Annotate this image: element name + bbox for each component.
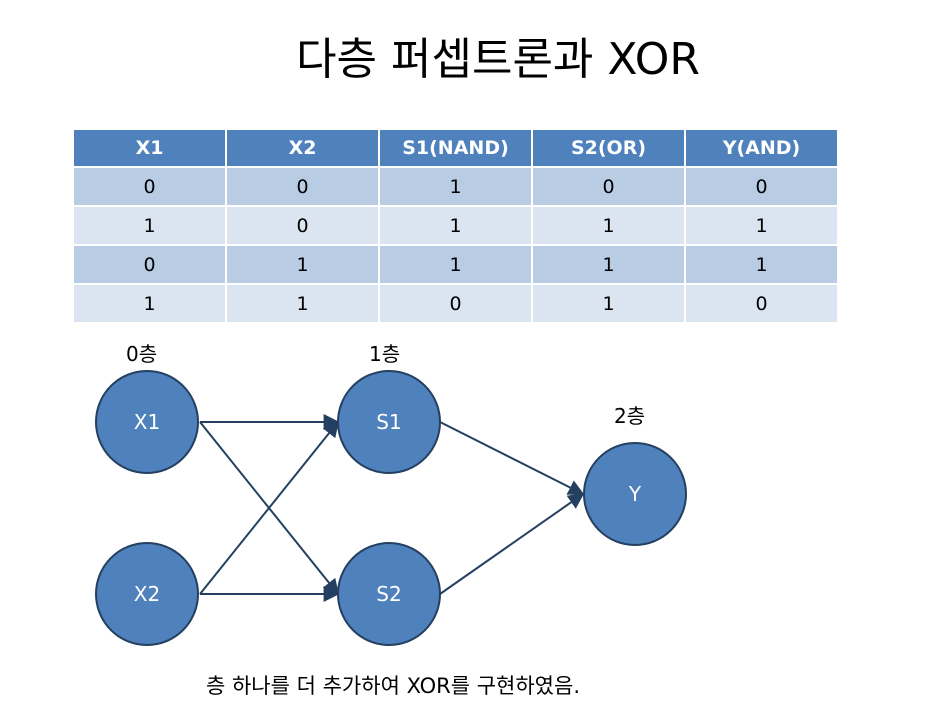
header-x1: X1 <box>72 128 227 168</box>
table-cell: 0 <box>684 283 839 324</box>
header-x2: X2 <box>225 128 380 168</box>
table-cell: 0 <box>378 283 533 324</box>
node-s2-label: S2 <box>376 582 401 606</box>
truth-table: X1 X2 S1(NAND) S2(OR) Y(AND) 0 0 1 0 0 1… <box>72 128 839 324</box>
node-s1: S1 <box>337 370 441 474</box>
table-cell: 0 <box>72 166 227 207</box>
node-s2-circle <box>337 542 441 646</box>
node-s1-circle <box>337 370 441 474</box>
table-cell: 1 <box>684 244 839 285</box>
node-x2-circle <box>95 542 199 646</box>
table-row: 0 1 1 1 1 <box>72 244 839 285</box>
table-cell: 1 <box>531 244 686 285</box>
table-cell: 1 <box>378 166 533 207</box>
table-cell: 1 <box>531 205 686 246</box>
node-x1-circle <box>95 370 199 474</box>
edge-s2-y <box>439 493 585 595</box>
table-cell: 1 <box>378 244 533 285</box>
table-cell: 1 <box>225 283 380 324</box>
node-y-circle <box>583 442 687 546</box>
table-cell: 1 <box>684 205 839 246</box>
node-x1-label: X1 <box>134 410 160 434</box>
table-row: 1 0 1 1 1 <box>72 205 839 246</box>
caption: 층 하나를 더 추가하여 XOR를 구현하였음. <box>205 674 580 698</box>
table-row: 1 1 0 1 0 <box>72 283 839 324</box>
table-cell: 1 <box>72 283 227 324</box>
table-row: 0 0 1 0 0 <box>72 166 839 207</box>
node-x1: X1 <box>95 370 199 474</box>
header-s1-nand: S1(NAND) <box>378 128 533 168</box>
table-cell: 0 <box>225 205 380 246</box>
node-x2: X2 <box>95 542 199 646</box>
node-x2-label: X2 <box>134 582 160 606</box>
layer-1-label: 1층 <box>369 342 401 366</box>
table-cell: 1 <box>225 244 380 285</box>
edge-x2-s1 <box>199 420 340 595</box>
table-cell: 0 <box>72 244 227 285</box>
node-y: Y <box>583 442 687 546</box>
table-cell: 1 <box>531 283 686 324</box>
table-cell: 0 <box>684 166 839 207</box>
node-s1-label: S1 <box>376 410 401 434</box>
slide-title: 다층 퍼셉트론과 XOR <box>296 34 700 85</box>
header-s2-or: S2(OR) <box>531 128 686 168</box>
table-cell: 0 <box>531 166 686 207</box>
table-cell: 1 <box>378 205 533 246</box>
header-y-and: Y(AND) <box>684 128 839 168</box>
table-header-row: X1 X2 S1(NAND) S2(OR) Y(AND) <box>72 128 839 168</box>
table-cell: 0 <box>225 166 380 207</box>
table-cell: 1 <box>72 205 227 246</box>
layer-2-label: 2층 <box>614 404 646 428</box>
node-s2: S2 <box>337 542 441 646</box>
edge-s1-y <box>439 421 585 495</box>
node-y-label: Y <box>628 482 642 506</box>
layer-0-label: 0층 <box>126 342 158 366</box>
edges <box>199 414 585 602</box>
